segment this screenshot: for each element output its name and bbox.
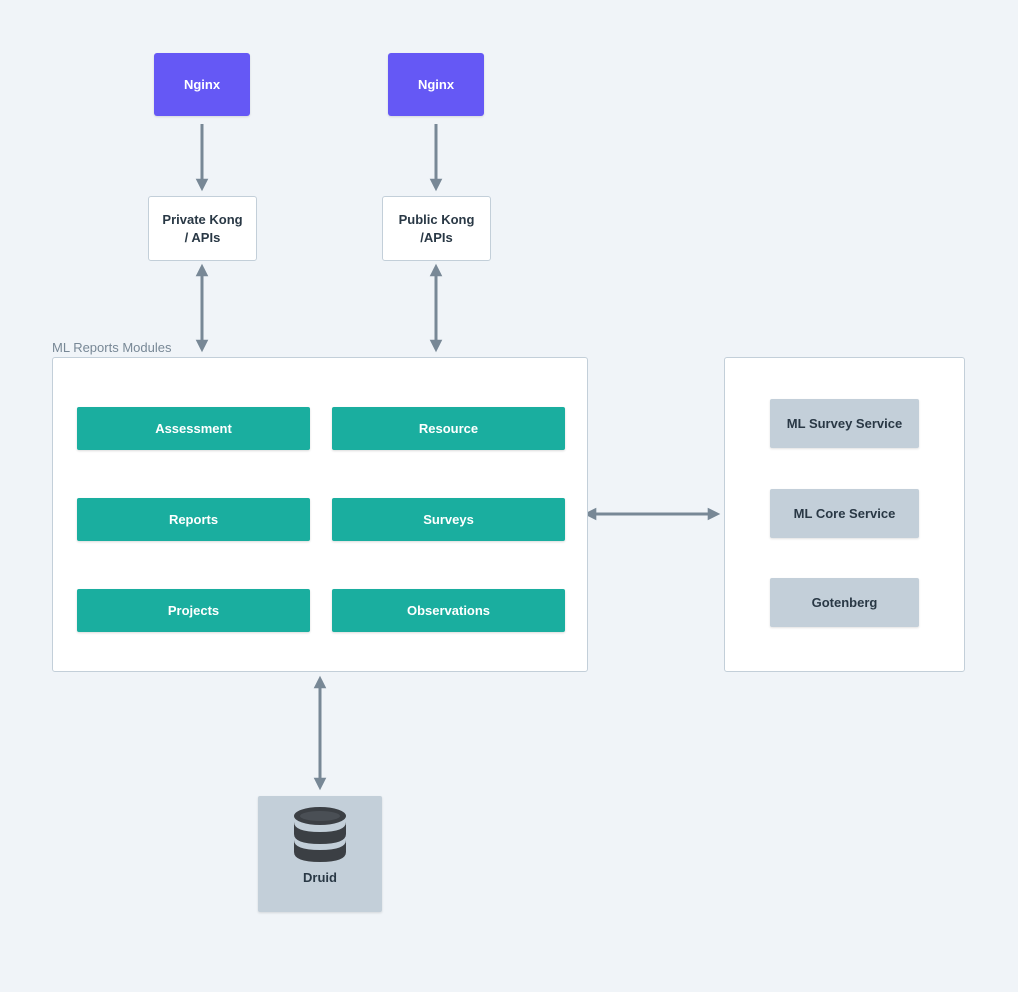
modules-group-label: ML Reports Modules	[52, 340, 172, 355]
druid-database-box: Druid	[258, 796, 382, 912]
nginx-box-public: Nginx	[388, 53, 484, 116]
service-ml-survey: ML Survey Service	[770, 399, 919, 448]
service-gotenberg: Gotenberg	[770, 578, 919, 627]
druid-label: Druid	[303, 870, 337, 885]
nginx-box-private: Nginx	[154, 53, 250, 116]
private-kong-box: Private Kong / APIs	[148, 196, 257, 261]
service-ml-core: ML Core Service	[770, 489, 919, 538]
module-resource: Resource	[332, 407, 565, 450]
module-surveys: Surveys	[332, 498, 565, 541]
module-observations: Observations	[332, 589, 565, 632]
module-projects: Projects	[77, 589, 310, 632]
module-assessment: Assessment	[77, 407, 310, 450]
database-icon	[294, 807, 346, 862]
public-kong-box: Public Kong /APIs	[382, 196, 491, 261]
module-reports: Reports	[77, 498, 310, 541]
